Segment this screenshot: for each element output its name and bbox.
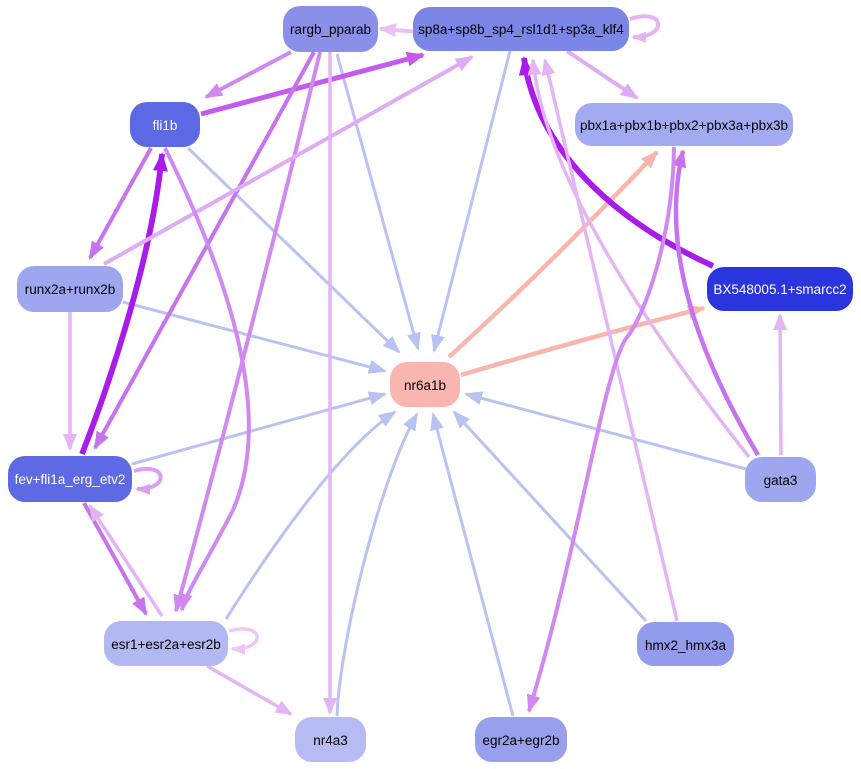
svg-text:gata3: gata3 — [764, 473, 798, 488]
svg-text:rargb_pparab: rargb_pparab — [290, 22, 371, 37]
svg-text:pbx1a+pbx1b+pbx2+pbx3a+pbx3b: pbx1a+pbx1b+pbx2+pbx3a+pbx3b — [580, 118, 788, 133]
svg-text:runx2a+runx2b: runx2a+runx2b — [25, 282, 115, 297]
svg-text:egr2a+egr2b: egr2a+egr2b — [483, 733, 560, 748]
svg-text:BX548005.1+smarcc2: BX548005.1+smarcc2 — [713, 282, 846, 297]
svg-text:esr1+esr2a+esr2b: esr1+esr2a+esr2b — [111, 637, 221, 652]
svg-text:sp8a+sp8b_sp4_rsl1d1+sp3a_klf4: sp8a+sp8b_sp4_rsl1d1+sp3a_klf4 — [418, 22, 624, 37]
svg-text:nr4a3: nr4a3 — [313, 733, 348, 748]
svg-text:fli1b: fli1b — [153, 118, 178, 133]
svg-text:hmx2_hmx3a: hmx2_hmx3a — [645, 638, 727, 653]
svg-text:nr6a1b: nr6a1b — [404, 378, 446, 393]
svg-text:fev+fli1a_erg_etv2: fev+fli1a_erg_etv2 — [15, 472, 126, 487]
